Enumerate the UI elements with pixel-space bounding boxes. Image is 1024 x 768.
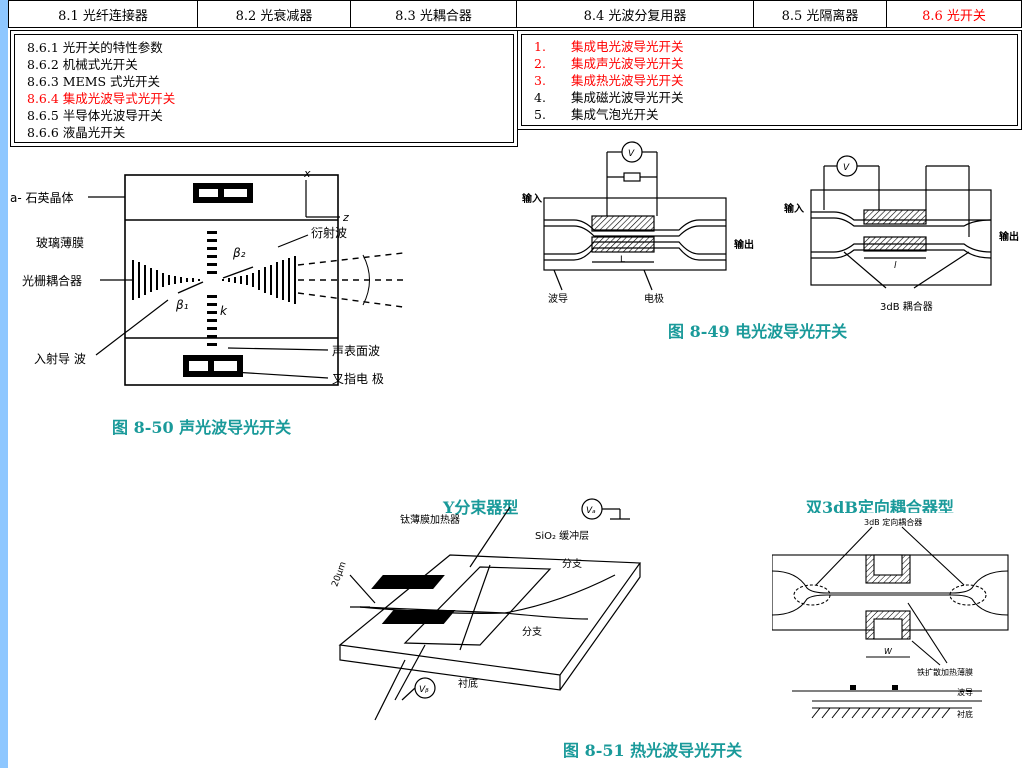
label-idt: 叉指电 极 xyxy=(332,371,384,386)
type-item[interactable]: 1.集成电光波导光开关 xyxy=(534,39,684,54)
label-sio2: SiO₂ 缓冲层 xyxy=(535,529,589,542)
label-vb: Vᵦ xyxy=(419,685,429,695)
title-y-splitter: Y分束器型 xyxy=(443,498,519,517)
label-3db-coupler: 3dB 耦合器 xyxy=(880,300,933,313)
left-accent-bar xyxy=(0,0,8,768)
label-branch-2: 分支 xyxy=(522,626,542,638)
label-3db-coupler-top: 3dB 定向耦合器 xyxy=(864,517,922,527)
label-grating: 光栅耦合器 xyxy=(22,273,82,288)
label-quartz: a- 石英晶体 xyxy=(10,191,74,205)
label-w: W xyxy=(884,647,893,656)
tab-8-6[interactable]: 8.6 光开关 xyxy=(922,8,986,24)
submenu-inner: 8.6.1 光开关的特性参数 8.6.2 机械式光开关 8.6.3 MEMS 式… xyxy=(14,34,514,143)
label-heat-film: 铁扩散加热薄膜 xyxy=(917,667,973,677)
label-V-right: V xyxy=(843,163,850,173)
tab-8-5[interactable]: 8.5 光隔离器 xyxy=(754,1,887,27)
tab-8-3[interactable]: 8.3 光耦合器 xyxy=(351,1,517,27)
label-beta1: β₁ xyxy=(175,298,189,312)
label-film: 玻璃薄膜 xyxy=(36,235,84,250)
label-va: Vₐ xyxy=(586,506,596,516)
figure-8-49-diagram: 输入 输出 波导 电极 L V 输入 输出 V l 3dB 耦合器 xyxy=(522,141,1019,313)
label-l: l xyxy=(894,261,897,271)
label-saw: 声表面波 xyxy=(332,344,380,358)
title-3db-coupler: 双3dB定向耦合器型 xyxy=(806,498,954,517)
label-input-right: 输入 xyxy=(784,202,804,215)
type-item[interactable]: 2.集成声光波导光开关 xyxy=(534,56,684,71)
label-substrate-2: 衬底 xyxy=(957,709,973,719)
label-V-left: V xyxy=(628,149,635,159)
type-item[interactable]: 3.集成热光波导光开关 xyxy=(534,73,684,88)
tab-8-1[interactable]: 8.1 光纤连接器 xyxy=(9,1,198,27)
label-waveguide: 波导 xyxy=(548,292,568,305)
submenu-list: 8.6.1 光开关的特性参数 8.6.2 机械式光开关 8.6.3 MEMS 式… xyxy=(27,39,175,141)
label-incident: 入射导 波 xyxy=(34,351,86,366)
submenu-item-8-6-2[interactable]: 8.6.2 机械式光开关 xyxy=(27,57,138,72)
label-beta2: β₂ xyxy=(232,246,246,260)
type-item[interactable]: 4.集成磁光波导光开关 xyxy=(534,90,684,105)
types-list: 1.集成电光波导光开关 2.集成声光波导光开关 3.集成热光波导光开关 4.集成… xyxy=(534,38,684,123)
label-output-left: 输出 xyxy=(734,238,754,251)
section-tabs: 8.1 光纤连接器 8.2 光衰减器 8.3 光耦合器 8.4 光波分复用器 8… xyxy=(8,0,1022,28)
label-x: x xyxy=(303,167,311,180)
label-waveguide-2: 波导 xyxy=(957,687,973,697)
caption-fig-8-49: 图 8-49 电光波导光开关 xyxy=(668,322,848,341)
caption-fig-8-50: 图 8-50 声光波导光开关 xyxy=(112,418,292,437)
types-box: 1.集成电光波导光开关 2.集成声光波导光开关 3.集成热光波导光开关 4.集成… xyxy=(517,30,1022,130)
label-electrode: 电极 xyxy=(644,292,664,305)
submenu-item-8-6-6[interactable]: 8.6.6 液晶光开关 xyxy=(27,125,126,140)
type-item[interactable]: 5.集成气泡光开关 xyxy=(534,107,659,122)
label-substrate: 衬底 xyxy=(458,677,478,690)
label-heater: 钛薄膜加热器 xyxy=(400,513,460,526)
label-input-left: 输入 xyxy=(522,192,542,205)
label-k: k xyxy=(220,304,228,318)
label-20um: 20μm xyxy=(330,561,348,589)
tab-8-4[interactable]: 8.4 光波分复用器 xyxy=(517,1,754,27)
label-z: z xyxy=(342,211,349,224)
label-output-right: 输出 xyxy=(999,230,1019,243)
tab-8-2[interactable]: 8.2 光衰减器 xyxy=(198,1,351,27)
label-branch-1: 分支 xyxy=(562,558,582,570)
caption-fig-8-51: 图 8-51 热光波导光开关 xyxy=(563,741,743,760)
figure-8-50-diagram: a- 石英晶体 玻璃薄膜 光栅耦合器 入射导 波 衍射波 声表面波 叉指电 极 … xyxy=(10,167,404,386)
submenu-box: 8.6.1 光开关的特性参数 8.6.2 机械式光开关 8.6.3 MEMS 式… xyxy=(10,30,518,147)
types-inner: 1.集成电光波导光开关 2.集成声光波导光开关 3.集成热光波导光开关 4.集成… xyxy=(521,34,1018,126)
figure-8-51-3db-diagram: 3dB 定向耦合器 铁扩散加热薄膜 波导 衬底 W xyxy=(772,513,1012,728)
label-L: L xyxy=(620,255,625,265)
submenu-item-8-6-1[interactable]: 8.6.1 光开关的特性参数 xyxy=(27,40,163,55)
label-diffracted: 衍射波 xyxy=(311,225,347,240)
figure-8-51-y-diagram: 钛薄膜加热器 SiO₂ 缓冲层 分支 分支 衬底 20μm Vₐ Vᵦ xyxy=(330,498,642,721)
submenu-item-8-6-4[interactable]: 8.6.4 集成光波导式光开关 xyxy=(27,91,176,106)
submenu-item-8-6-3[interactable]: 8.6.3 MEMS 式光开关 xyxy=(27,74,161,89)
submenu-item-8-6-5[interactable]: 8.6.5 半导体光波导开关 xyxy=(27,108,163,123)
